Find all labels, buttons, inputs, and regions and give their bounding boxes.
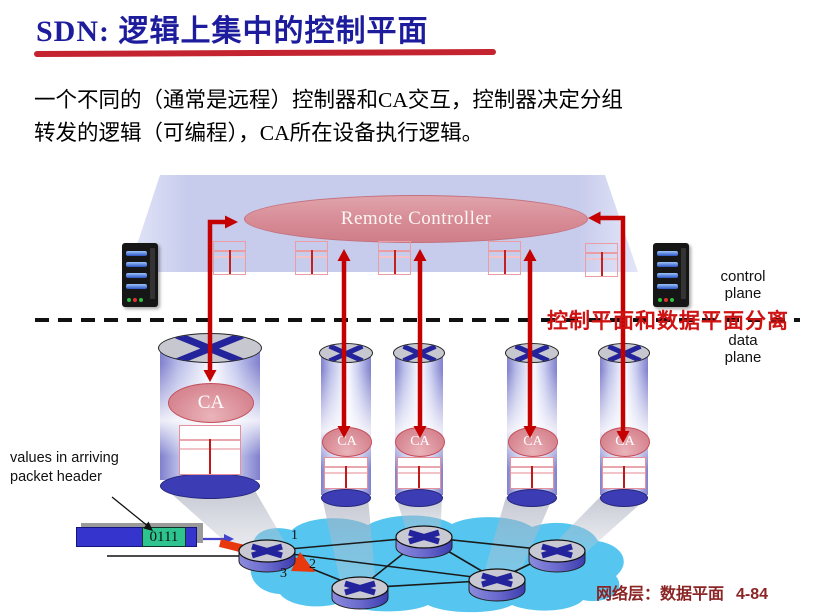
switch-x-icon [393,343,445,363]
switch-x-icon [319,343,373,363]
switch-x-icon [598,343,650,363]
intro-text: 一个不同的（通常是远程）控制器和CA交互，控制器决定分组 转发的逻辑（可编程），… [34,84,808,150]
server-icon [122,243,158,307]
router-icon [396,526,452,558]
ca-agent: CA [168,383,254,423]
switch-cylinder: CA [598,343,650,507]
flow-table-icon [324,457,368,489]
flow-table-icon [488,241,521,275]
cylinder-base [395,489,443,507]
ca-agent: CA [322,427,372,457]
port-label-3: 3 [280,566,287,581]
footer-label: 网络层：数据平面 [596,586,725,603]
switch-x-icon [158,333,262,363]
cylinder-base [321,489,371,507]
ca-agent: CA [395,427,445,457]
intro-line-2: 转发的逻辑（可编程），CA所在设备执行逻辑。 [34,121,484,145]
data-plane-label: data plane [724,332,762,366]
page-number: 4-84 [736,586,769,603]
switch-cylinder: CA [393,343,445,507]
projection-cone [482,497,553,582]
flow-table-icon [213,241,246,275]
cylinder-base [507,489,557,507]
flow-table-icon [295,241,328,275]
flow-table-icon [397,457,441,489]
server-icon [653,243,689,307]
router-icon [332,577,388,609]
port-label-2: 2 [309,557,316,572]
switch-cylinder-large: CA [158,333,262,501]
switch-x-icon [505,343,559,363]
switch-cylinder: CA [505,343,559,507]
plane-separation-note: 控制平面和数据平面分离 [547,309,789,333]
network-link [266,550,498,581]
router-icon [529,540,585,572]
flow-table-icon [378,241,411,275]
flow-table-icon [179,425,241,475]
remote-controller: Remote Controller [244,195,588,243]
page-title: SDN: 逻辑上集中的控制平面 [36,15,429,48]
intro-line-1: 一个不同的（通常是远程）控制器和CA交互，控制器决定分组 [34,88,623,112]
port-label-1: 1 [291,528,298,543]
footer: 网络层：数据平面 4-84 [596,580,768,604]
flow-table-icon [602,457,646,489]
cylinder-base [600,489,648,507]
cylinder-base [160,473,260,499]
packet-header-value: 0111 [142,527,186,547]
ca-agent: CA [600,427,650,457]
switch-cylinder: CA [319,343,373,507]
control-plane-label: control plane [720,268,766,302]
packet-header-label: values in arriving packet header [10,450,119,485]
ca-agent: CA [508,427,558,457]
flow-table-icon [585,243,618,277]
flow-table-icon [510,457,554,489]
router-icon [469,569,525,601]
projection-cone [550,497,648,556]
